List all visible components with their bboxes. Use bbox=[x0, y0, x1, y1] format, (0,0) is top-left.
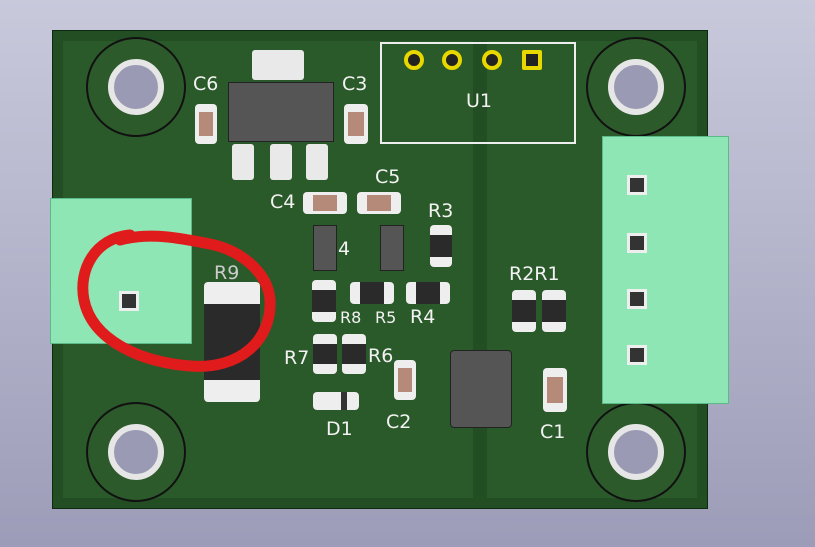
header-pin bbox=[482, 50, 502, 70]
connector-right bbox=[602, 136, 729, 404]
diode-d1 bbox=[313, 392, 359, 410]
header-pin bbox=[442, 50, 462, 70]
ic-sot23-right bbox=[380, 225, 404, 271]
label-u-partial: 4 bbox=[338, 238, 351, 260]
capacitor-c4 bbox=[303, 192, 347, 214]
label-c3: C3 bbox=[342, 73, 368, 95]
label-c6: C6 bbox=[193, 73, 219, 95]
resistor-r1 bbox=[542, 290, 566, 332]
resistor-r5 bbox=[350, 282, 394, 304]
label-d1: D1 bbox=[326, 418, 353, 440]
resistor-r2 bbox=[512, 290, 536, 332]
label-c4: C4 bbox=[270, 191, 296, 213]
resistor-r8 bbox=[312, 280, 336, 322]
mounting-hole-top-left bbox=[86, 37, 186, 137]
regulator-tab bbox=[252, 50, 304, 80]
capacitor-c5 bbox=[357, 192, 401, 214]
capacitor-c1 bbox=[543, 368, 567, 412]
resistor-r3 bbox=[430, 225, 452, 267]
header-pin bbox=[404, 50, 424, 70]
connector-left bbox=[50, 198, 192, 344]
label-r2r1: R2R1 bbox=[509, 263, 560, 285]
label-u1: U1 bbox=[466, 90, 492, 112]
label-c1: C1 bbox=[540, 421, 566, 443]
label-r8: R8 bbox=[340, 308, 362, 327]
resistor-r7 bbox=[313, 334, 337, 374]
u1-outline bbox=[380, 42, 576, 144]
label-r7: R7 bbox=[284, 347, 310, 369]
label-r5: R5 bbox=[375, 308, 397, 327]
regulator-body bbox=[228, 82, 334, 142]
capacitor-c6 bbox=[195, 104, 217, 144]
label-r3: R3 bbox=[428, 200, 454, 222]
resistor-r4 bbox=[406, 282, 450, 304]
regulator-pin bbox=[232, 144, 254, 180]
label-c5: C5 bbox=[375, 166, 401, 188]
regulator-pin bbox=[270, 144, 292, 180]
ic-sot23-left bbox=[313, 225, 337, 271]
ic-soic8 bbox=[450, 350, 512, 428]
header-pin-1 bbox=[522, 50, 542, 70]
label-c2: C2 bbox=[386, 411, 412, 433]
label-r6: R6 bbox=[368, 345, 394, 367]
capacitor-c2 bbox=[394, 360, 416, 400]
mounting-hole-bottom-right bbox=[586, 402, 686, 502]
capacitor-c3 bbox=[344, 104, 368, 144]
resistor-r6 bbox=[342, 334, 366, 374]
label-r4: R4 bbox=[410, 306, 436, 328]
label-r9: R9 bbox=[214, 262, 240, 284]
mounting-hole-bottom-left bbox=[86, 402, 186, 502]
regulator-pin bbox=[306, 144, 328, 180]
